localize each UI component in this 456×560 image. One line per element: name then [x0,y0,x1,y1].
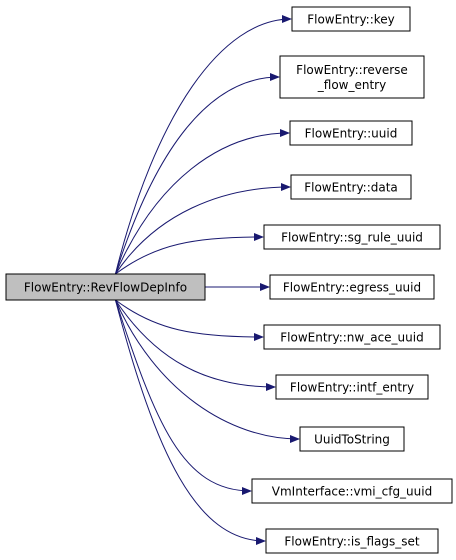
call-edge [114,73,280,275]
target-node-label: FlowEntry::reverse [296,63,408,77]
target-node-label: FlowEntry::intf_entry [290,381,414,395]
target-node[interactable]: FlowEntry::egress_uuid [269,274,435,300]
target-node-box [291,6,411,32]
source-node-box [5,273,206,301]
call-edge [115,299,264,341]
target-node-label: FlowEntry::nw_ace_uuid [280,331,423,345]
target-node[interactable]: FlowEntry::sg_rule_uuid [263,224,441,250]
target-node[interactable]: FlowEntry::uuid [289,120,413,146]
call-edge [115,183,291,275]
target-node[interactable]: FlowEntry::key [291,6,411,32]
target-node-box [275,374,429,400]
target-node-box [263,324,441,350]
target-node[interactable]: UuidToString [299,426,405,452]
call-edge [114,15,292,275]
target-node-label: FlowEntry::sg_rule_uuid [281,231,423,245]
target-node-label: VmInterface::vmi_cfg_uuid [272,485,432,499]
target-node[interactable]: FlowEntry::intf_entry [275,374,429,400]
target-node-box [290,174,412,200]
target-node-box [251,478,453,504]
target-node-label: FlowEntry::is_flags_set [284,535,420,549]
call-nodes: FlowEntry::keyFlowEntry::reverse_flow_en… [5,6,453,554]
target-node-label: FlowEntry::uuid [305,127,398,141]
target-node-box [289,120,413,146]
target-node[interactable]: FlowEntry::is_flags_set [265,528,439,554]
call-edge [114,299,252,495]
call-edge [114,129,290,275]
target-node-label: FlowEntry::data [304,181,398,195]
call-edge [114,299,300,443]
target-node[interactable]: FlowEntry::nw_ace_uuid [263,324,441,350]
target-node[interactable]: FlowEntry::data [290,174,412,200]
source-node-label: FlowEntry::RevFlowDepInfo [24,281,187,295]
target-node-box [299,426,405,452]
target-node[interactable]: FlowEntry::reverse_flow_entry [279,55,425,99]
call-edge [115,233,264,275]
target-node-box [265,528,439,554]
call-edge [114,299,266,545]
call-edges [114,15,300,545]
target-node-label: FlowEntry::egress_uuid [283,281,421,295]
target-node-label: _flow_entry [317,78,386,92]
target-node[interactable]: VmInterface::vmi_cfg_uuid [251,478,453,504]
source-node[interactable]: FlowEntry::RevFlowDepInfo [5,273,206,301]
target-node-box [263,224,441,250]
target-node-label: FlowEntry::key [307,13,395,27]
target-node-box [269,274,435,300]
target-node-box [279,55,425,99]
call-edge [115,299,276,391]
target-node-label: UuidToString [314,433,390,447]
